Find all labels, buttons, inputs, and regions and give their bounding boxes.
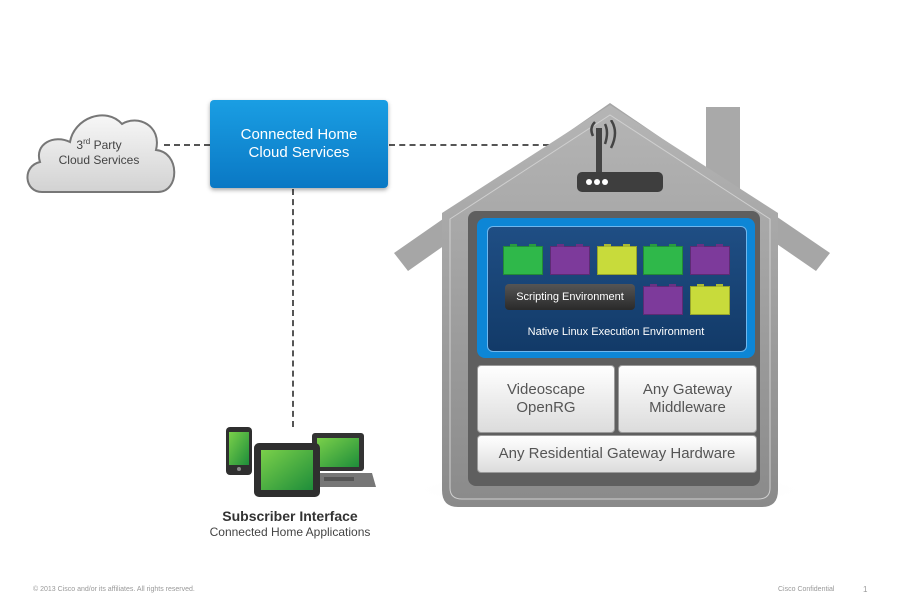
chcs-line1: Connected Home (240, 126, 358, 143)
scripting-environment-box: Scripting Environment (505, 284, 635, 310)
app-block (643, 246, 683, 275)
devices-icon (226, 427, 376, 497)
videoscape-line1: Videoscape (506, 381, 586, 398)
app-block (550, 246, 590, 275)
gateway-hardware-box: Any Residential Gateway Hardware (477, 435, 757, 473)
middleware-line2: Middleware (649, 399, 726, 416)
chcs-line2: Cloud Services (248, 144, 350, 161)
videoscape-line2: OpenRG (516, 399, 576, 416)
app-block (643, 286, 683, 315)
app-block (503, 246, 543, 275)
service-to-subscriber-connector (292, 189, 294, 427)
service-to-house-connector (389, 144, 549, 146)
connected-home-cloud-services-box: Connected Home Cloud Services (210, 100, 388, 188)
cloud-to-service-connector (164, 144, 210, 146)
execution-environment-label: Native Linux Execution Environment (527, 326, 705, 338)
wireless-router-icon (577, 120, 663, 192)
subscriber-interface-title: Subscriber Interface (222, 508, 358, 524)
subscriber-interface-subtitle: Connected Home Applications (209, 525, 371, 539)
page-number: 1 (863, 585, 868, 594)
gateway-middleware-box: Any Gateway Middleware (618, 365, 757, 433)
videoscape-openrg-box: Videoscape OpenRG (477, 365, 615, 433)
cloud-icon (26, 114, 176, 193)
copyright-text: © 2013 Cisco and/or its affiliates. All … (33, 586, 195, 593)
app-block (690, 286, 730, 315)
app-block (690, 246, 730, 275)
middleware-line1: Any Gateway (642, 381, 733, 398)
confidential-text: Cisco Confidential (778, 586, 835, 593)
app-block (597, 246, 637, 275)
third-party-cloud-label: 3rd Party Cloud Services (58, 137, 140, 168)
